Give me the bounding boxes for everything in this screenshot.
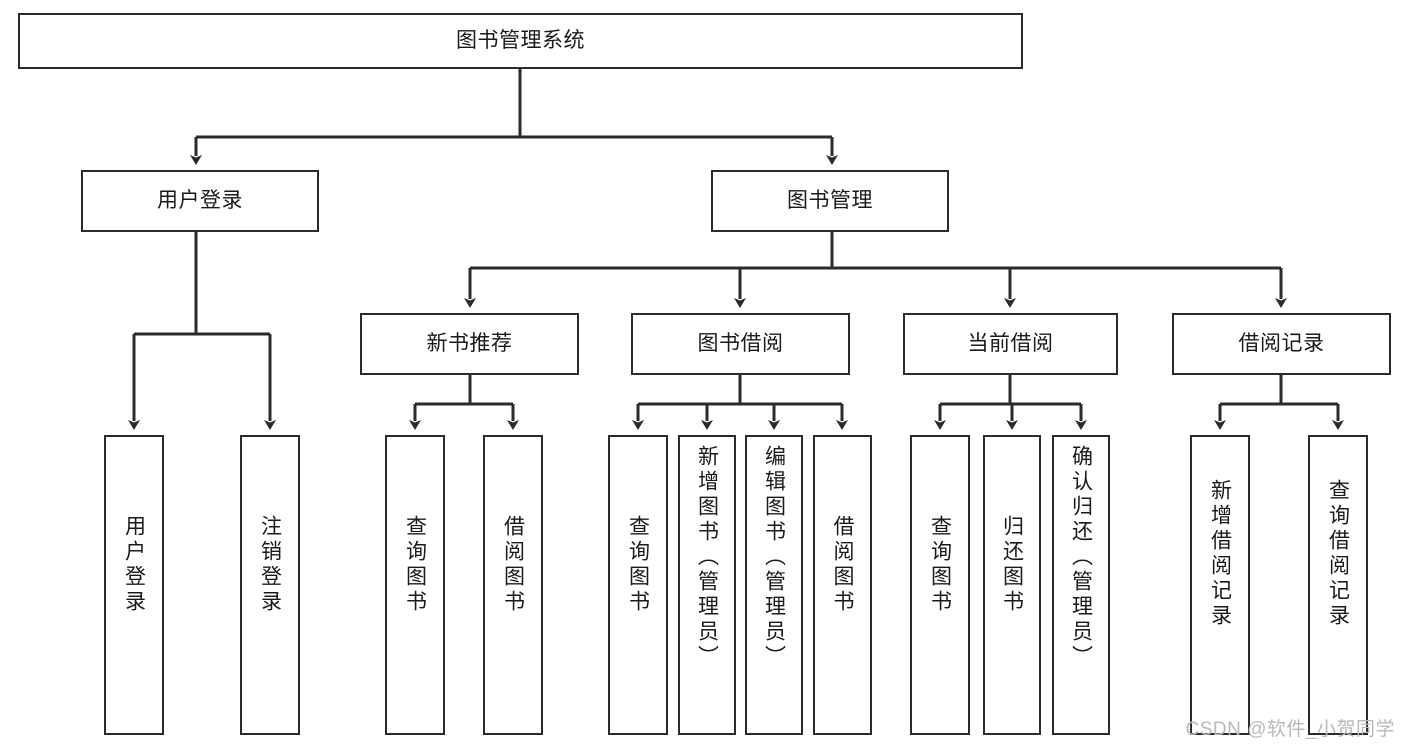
leaf-query-record[interactable]: 查询借阅记录 xyxy=(1308,435,1368,735)
node-book-management[interactable]: 图书管理 xyxy=(711,170,949,232)
leaf-logout-label: 注销登录 xyxy=(258,515,282,615)
node-current-borrow-label: 当前借阅 xyxy=(967,331,1054,355)
leaf-borrow-book-1[interactable]: 借阅图书 xyxy=(483,435,543,735)
leaf-borrow-book-1-label: 借阅图书 xyxy=(501,515,525,615)
leaf-user-login-label: 用户登录 xyxy=(122,515,146,615)
node-root[interactable]: 图书管理系统 xyxy=(18,13,1023,69)
node-new-book-recommend-label: 新书推荐 xyxy=(426,331,513,355)
node-borrow-record-label: 借阅记录 xyxy=(1238,331,1325,355)
leaf-borrow-book-2[interactable]: 借阅图书 xyxy=(813,435,872,735)
leaf-logout[interactable]: 注销登录 xyxy=(240,435,300,735)
leaf-query-book-3-label: 查询图书 xyxy=(928,515,952,615)
leaf-add-book[interactable]: 新增图书（管理员） xyxy=(678,435,736,735)
leaf-query-book-2[interactable]: 查询图书 xyxy=(608,435,668,735)
leaf-query-book-3[interactable]: 查询图书 xyxy=(910,435,970,735)
leaf-confirm-return-label: 确认归还（管理员） xyxy=(1069,445,1093,670)
leaf-return-book[interactable]: 归还图书 xyxy=(983,435,1041,735)
node-new-book-recommend[interactable]: 新书推荐 xyxy=(360,313,579,375)
leaf-edit-book[interactable]: 编辑图书（管理员） xyxy=(745,435,803,735)
node-book-borrow-label: 图书借阅 xyxy=(697,331,784,355)
node-borrow-record[interactable]: 借阅记录 xyxy=(1172,313,1391,375)
leaf-query-book-1[interactable]: 查询图书 xyxy=(385,435,445,735)
node-book-management-label: 图书管理 xyxy=(787,188,873,212)
node-current-borrow[interactable]: 当前借阅 xyxy=(903,313,1118,375)
node-root-label: 图书管理系统 xyxy=(456,28,585,52)
leaf-confirm-return[interactable]: 确认归还（管理员） xyxy=(1052,435,1110,735)
leaf-add-record-label: 新增借阅记录 xyxy=(1208,479,1232,629)
leaf-query-book-2-label: 查询图书 xyxy=(626,515,650,615)
leaf-query-book-1-label: 查询图书 xyxy=(403,515,427,615)
leaf-user-login[interactable]: 用户登录 xyxy=(104,435,164,735)
node-book-borrow[interactable]: 图书借阅 xyxy=(631,313,850,375)
leaf-add-record[interactable]: 新增借阅记录 xyxy=(1190,435,1250,735)
node-user-login[interactable]: 用户登录 xyxy=(81,170,319,232)
leaf-return-book-label: 归还图书 xyxy=(1000,515,1024,615)
leaf-borrow-book-2-label: 借阅图书 xyxy=(831,515,854,615)
leaf-edit-book-label: 编辑图书（管理员） xyxy=(762,445,786,670)
leaf-add-book-label: 新增图书（管理员） xyxy=(695,445,719,670)
node-user-login-label: 用户登录 xyxy=(157,188,243,212)
watermark: CSDN @软件_小贺同学 xyxy=(1185,719,1395,740)
leaf-query-record-label: 查询借阅记录 xyxy=(1326,479,1350,629)
